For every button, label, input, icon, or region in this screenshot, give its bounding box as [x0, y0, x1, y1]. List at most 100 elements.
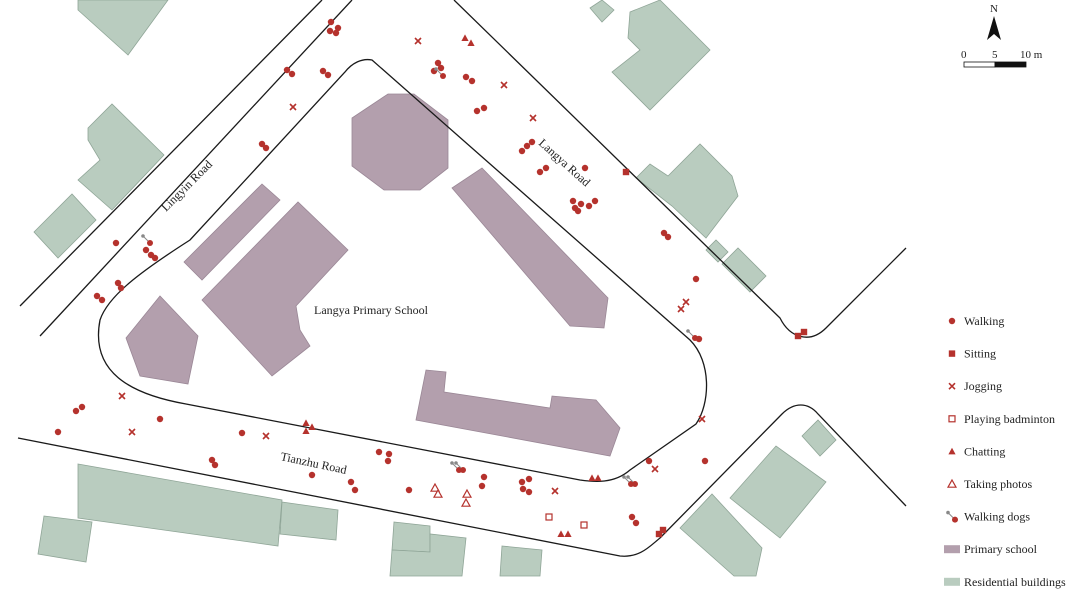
legend-item-badminton: Playing badminton	[948, 412, 1055, 426]
walking-observation	[351, 486, 359, 494]
residential-building	[279, 501, 339, 541]
legend-item-dogs: Walking dogs	[946, 510, 1030, 524]
sitting-observation	[659, 526, 667, 534]
walking-observation	[288, 70, 296, 78]
walking-observation	[518, 147, 526, 155]
scale-tick-10: 10 m	[1020, 49, 1043, 61]
dogs-observation	[454, 461, 466, 473]
walking-observation	[112, 239, 120, 247]
jogging-observation	[651, 465, 659, 473]
jogging-observation	[677, 305, 685, 313]
photos-observation	[429, 482, 441, 492]
walking-observation	[519, 485, 527, 493]
legend-item-photos: Taking photos	[946, 477, 1032, 491]
chatting-observation	[588, 474, 596, 481]
walking-observation	[326, 27, 334, 35]
legend-sitting-icon	[948, 350, 956, 357]
langya-road-label: Langya Road	[536, 136, 593, 189]
legend-photos-icon	[946, 478, 958, 488]
residential-building	[33, 193, 97, 259]
walking-observation	[156, 415, 164, 423]
north-arrow: N	[987, 3, 1001, 40]
sitting-observation	[622, 168, 630, 176]
walking-observation	[308, 471, 316, 479]
walking-observation	[525, 475, 533, 483]
school-building-octagon	[351, 93, 449, 191]
walking-observation	[437, 64, 445, 72]
photos-observation	[460, 497, 472, 507]
scale-tick-5: 5	[992, 49, 998, 61]
walking-observation	[78, 403, 86, 411]
lingyin-road-north-edge	[19, 0, 323, 307]
jogging-observation	[551, 487, 559, 495]
badminton-observation	[545, 513, 553, 521]
legend-item-residential: Residential buildings	[944, 575, 1066, 589]
jogging-observation	[698, 415, 706, 423]
walking-observation	[54, 428, 62, 436]
residential-building	[37, 515, 93, 563]
sitting-observation	[655, 530, 663, 538]
walking-observation	[405, 486, 413, 494]
walking-observation	[385, 450, 393, 458]
residential-building	[721, 247, 767, 293]
jogging-observation	[289, 103, 297, 111]
walking-observation	[585, 202, 593, 210]
walking-observation	[591, 197, 599, 205]
chatting-observation	[594, 474, 602, 481]
walking-observation	[98, 296, 106, 304]
walking-observation	[632, 519, 640, 527]
walking-observation	[283, 66, 291, 74]
school-building	[415, 369, 621, 457]
north-label: N	[990, 3, 998, 15]
scale-segment-black	[994, 61, 1027, 68]
walking-observation	[114, 279, 122, 287]
legend-badminton-label: Playing badminton	[964, 412, 1055, 426]
residential-building	[635, 143, 739, 239]
walking-observation	[324, 71, 332, 79]
scale-bar: 0 5 10 m	[961, 49, 1043, 68]
legend-jogging-label: Jogging	[964, 379, 1002, 393]
walking-observation	[525, 488, 533, 496]
walking-observation	[211, 461, 219, 469]
tianzhu-road-outer-edge	[17, 404, 907, 557]
school-building	[201, 201, 349, 377]
walking-observation	[542, 164, 550, 172]
scale-segment-white	[963, 61, 996, 68]
legend-school-icon	[944, 545, 960, 554]
residential-building	[77, 0, 169, 56]
jogging-observation	[500, 81, 508, 89]
chatting-observation	[564, 530, 572, 537]
walking-observation	[577, 200, 585, 208]
residential-building	[705, 239, 729, 263]
school-perimeter-road	[97, 58, 708, 483]
walking-observation	[334, 24, 342, 32]
residential-building	[391, 521, 431, 553]
jogging-observation	[118, 392, 126, 400]
walking-observation	[664, 233, 672, 241]
chatting-observation	[308, 423, 316, 430]
walking-observation	[692, 275, 700, 283]
walking-observation	[258, 140, 266, 148]
legend-item-jogging: Jogging	[948, 379, 1002, 393]
jogging-observation	[262, 432, 270, 440]
north-arrow-icon	[987, 16, 1001, 40]
lingyin-road-label: Lingyin Road	[158, 157, 215, 214]
scale-tick-0: 0	[961, 49, 967, 61]
walking-observation	[473, 107, 481, 115]
walking-observation	[151, 254, 159, 262]
activity-observations	[54, 18, 808, 538]
legend-dogs-label: Walking dogs	[964, 510, 1030, 524]
legend-item-sitting: Sitting	[948, 347, 996, 361]
walking-observation	[581, 164, 589, 172]
residential-building	[729, 445, 827, 539]
walking-observation	[142, 246, 150, 254]
jogging-observation	[529, 114, 537, 122]
chatting-observation	[467, 39, 475, 46]
photos-observation	[432, 488, 444, 498]
legend-walking-icon	[948, 317, 956, 325]
walking-observation	[208, 456, 216, 464]
photos-observation	[461, 488, 473, 498]
legend-chatting-icon	[948, 447, 956, 455]
legend-chatting-label: Chatting	[964, 444, 1005, 458]
